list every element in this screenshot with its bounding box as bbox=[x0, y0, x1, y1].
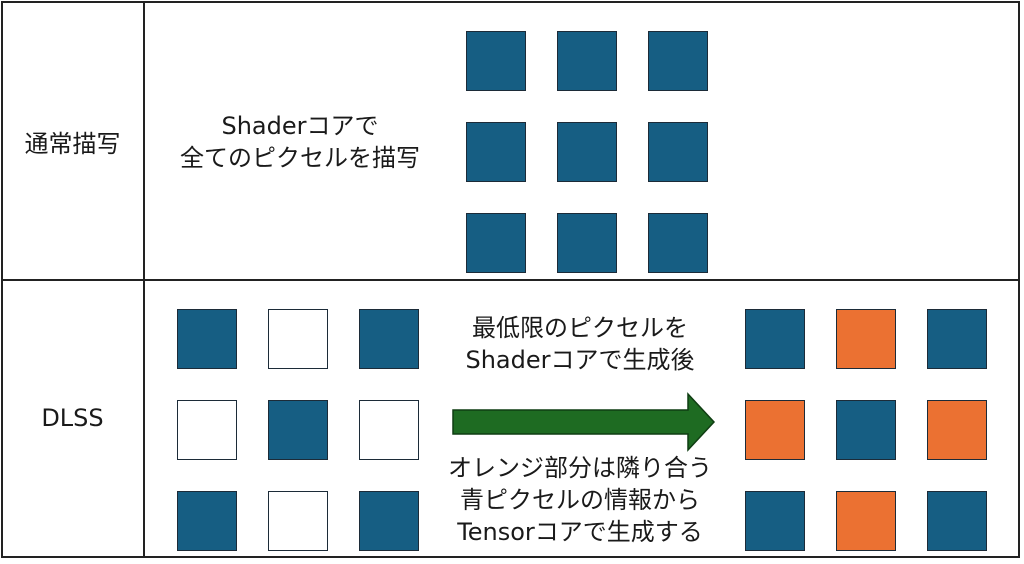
dlss-top-caption-line1: 最低限のピクセルを bbox=[472, 314, 688, 342]
dlss-bottom-caption-line2: 青ピクセルの情報から bbox=[460, 486, 700, 514]
dlss-output-blue-pixel bbox=[836, 400, 896, 460]
normal-blue-pixel bbox=[557, 213, 617, 273]
dlss-top-caption: 最低限のピクセルを Shaderコアで生成後 bbox=[430, 312, 730, 376]
dlss-input-white-pixel bbox=[177, 400, 237, 460]
dlss-input-blue-pixel bbox=[177, 309, 237, 369]
row-label-normal: 通常描写 bbox=[24, 130, 121, 158]
normal-blue-pixel bbox=[557, 31, 617, 91]
normal-caption-line1: Shaderコアで bbox=[221, 112, 379, 140]
row-label-dlss: DLSS bbox=[41, 404, 104, 432]
normal-blue-pixel bbox=[648, 213, 708, 273]
normal-caption: Shaderコアで 全てのピクセルを描写 bbox=[150, 110, 450, 174]
dlss-input-blue-pixel bbox=[359, 491, 419, 551]
dlss-bottom-caption-line1: オレンジ部分は隣り合う bbox=[448, 454, 712, 482]
dlss-input-white-pixel bbox=[359, 400, 419, 460]
dlss-bottom-caption-line3: Tensorコアで生成する bbox=[457, 518, 703, 546]
normal-blue-pixel bbox=[648, 122, 708, 182]
dlss-output-orange-pixel bbox=[745, 400, 805, 460]
dlss-output-orange-pixel bbox=[927, 400, 987, 460]
normal-blue-pixel bbox=[466, 213, 526, 273]
dlss-input-blue-pixel bbox=[177, 491, 237, 551]
dlss-top-caption-line2: Shaderコアで生成後 bbox=[465, 346, 695, 374]
dlss-input-blue-pixel bbox=[268, 400, 328, 460]
dlss-input-white-pixel bbox=[268, 491, 328, 551]
dlss-bottom-caption: オレンジ部分は隣り合う 青ピクセルの情報から Tensorコアで生成する bbox=[430, 452, 730, 548]
dlss-output-blue-pixel bbox=[745, 309, 805, 369]
normal-blue-pixel bbox=[648, 31, 708, 91]
dlss-output-blue-pixel bbox=[927, 491, 987, 551]
dlss-output-blue-pixel bbox=[927, 309, 987, 369]
dlss-input-white-pixel bbox=[268, 309, 328, 369]
dlss-input-blue-pixel bbox=[359, 309, 419, 369]
normal-blue-pixel bbox=[466, 122, 526, 182]
normal-blue-pixel bbox=[466, 31, 526, 91]
dlss-output-blue-pixel bbox=[745, 491, 805, 551]
dlss-output-orange-pixel bbox=[836, 309, 896, 369]
right-arrow-icon bbox=[452, 392, 716, 452]
normal-blue-pixel bbox=[557, 122, 617, 182]
row-divider bbox=[1, 279, 1020, 281]
normal-caption-line2: 全てのピクセルを描写 bbox=[180, 144, 420, 172]
dlss-output-orange-pixel bbox=[836, 491, 896, 551]
